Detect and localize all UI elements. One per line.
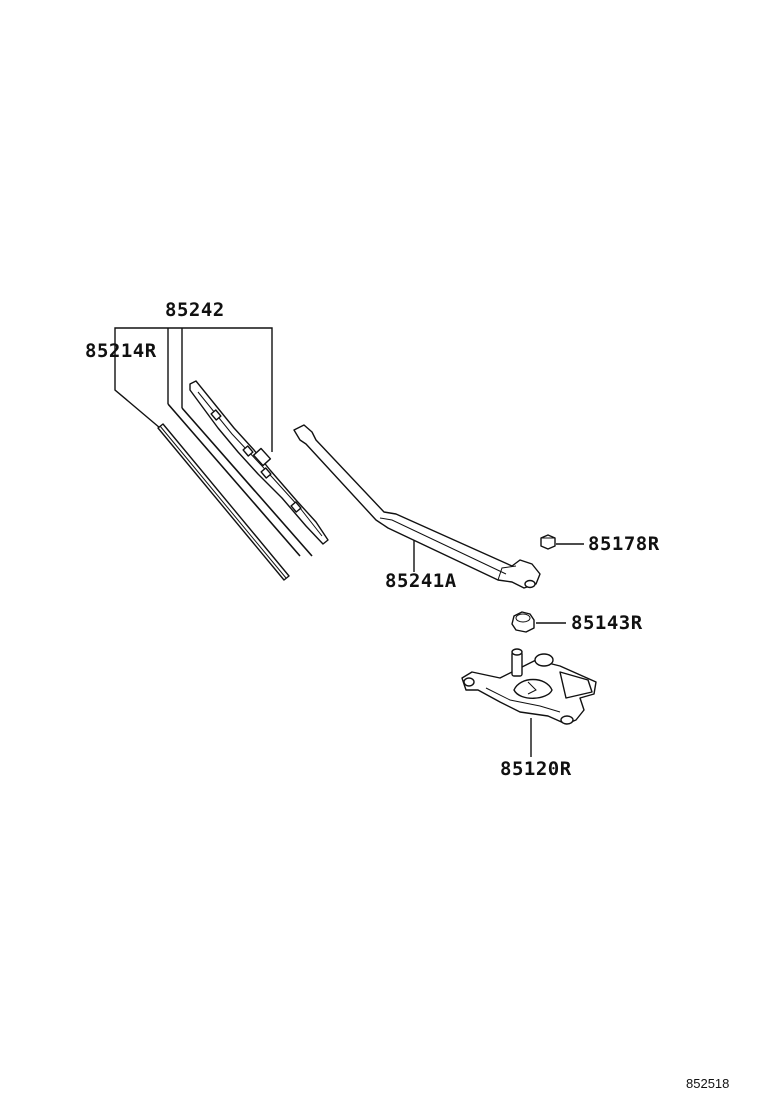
callout-85178r: 85178R [588, 533, 660, 555]
arm-nut [540, 534, 556, 550]
wiper-blade-rubber [157, 423, 290, 581]
callout-leaders [114, 327, 584, 757]
figure-number: 852518 [686, 1076, 730, 1091]
callout-85143r: 85143R [571, 612, 643, 634]
callout-85214r: 85214R [85, 340, 157, 362]
callout-85242: 85242 [165, 299, 225, 321]
blade-vertebra-strips [167, 403, 313, 557]
leader-85214r [114, 372, 161, 429]
pivot-cap [511, 611, 535, 633]
wiper-motor [461, 648, 597, 725]
callout-85241a: 85241A [385, 570, 457, 592]
leader-85242 [114, 327, 273, 452]
callout-85120r: 85120R [500, 758, 572, 780]
wiper-blade-frame [189, 380, 329, 545]
wiper-arm [293, 424, 541, 589]
